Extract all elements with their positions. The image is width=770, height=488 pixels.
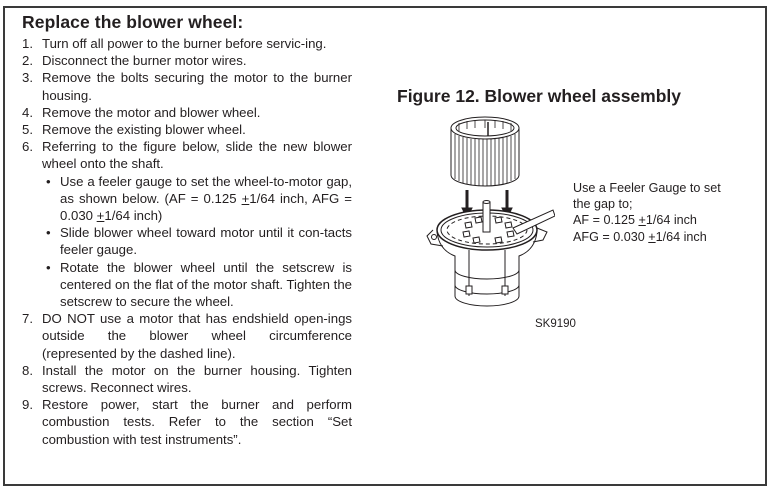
- plus-minus-sign: +: [96, 208, 105, 224]
- step-number: 1.: [22, 36, 33, 51]
- step-text: Remove the motor and blower wheel.: [42, 104, 261, 120]
- bullet: •: [46, 173, 51, 189]
- step-3: 3. Remove the bolts securing the motor to…: [22, 69, 352, 103]
- bullet: •: [46, 225, 51, 241]
- step-number: 2.: [22, 53, 33, 69]
- step-4: 4. Remove the motor and blower wheel.: [22, 104, 352, 121]
- step-number: 8.: [22, 362, 33, 378]
- afg-spec: AFG = 0.030 +1/64 inch: [573, 229, 721, 245]
- substep-text: Slide blower wheel toward motor until it…: [60, 225, 352, 258]
- figure-code: SK9190: [535, 318, 576, 330]
- substep-slide-wheel: • Slide blower wheel toward motor until i…: [42, 224, 352, 258]
- step-text: Install the motor on the burner housing.…: [42, 362, 352, 396]
- step-number: 3.: [22, 70, 33, 86]
- callout-line: Use a Feeler Gauge to set: [573, 181, 721, 195]
- step-number: 6.: [22, 139, 33, 155]
- step-text: Disconnect the burner motor wires.: [42, 53, 247, 69]
- substep-rotate-wheel: • Rotate the blower wheel until the setsc…: [42, 259, 352, 311]
- afg-tolerance: 1/64 inch: [655, 229, 707, 244]
- motor-drawing: [426, 200, 548, 307]
- figure-title: Figure 12. Blower wheel assembly: [397, 86, 681, 106]
- step-5: 5. Remove the existing blower wheel.: [22, 121, 352, 138]
- substep-feeler-gauge: • Use a feeler gauge to set the wheel-to-…: [42, 173, 352, 225]
- plus-minus-sign: +: [241, 190, 250, 206]
- step-text: DO NOT use a motor that has endshield op…: [42, 311, 352, 361]
- callout-line: the gap to;: [573, 197, 633, 212]
- substep-text: 1/64 inch, AFG = 0.030: [60, 190, 352, 224]
- step-6: 6. Referring to the figure below, slide t…: [22, 138, 352, 310]
- step-number: 9.: [22, 397, 33, 413]
- step-number: 5.: [22, 122, 33, 138]
- bullet: •: [46, 259, 51, 275]
- plus-minus-sign: +: [648, 229, 656, 244]
- step-number: 4.: [22, 104, 33, 120]
- substep-text: Use a feeler gauge to set the wheel-to-m…: [60, 173, 352, 206]
- step-text: Remove the existing blower wheel.: [42, 122, 246, 138]
- af-spec: AF = 0.125 +1/64 inch: [573, 212, 721, 228]
- step-9: 9. Restore power, start the burner and pe…: [22, 396, 352, 448]
- feeler-gauge-callout: Use a Feeler Gauge to set the gap to; AF…: [573, 180, 721, 245]
- af-label: AF = 0.125: [573, 213, 639, 228]
- section-title: Replace the blower wheel:: [22, 12, 244, 32]
- step-1: 1. Turn off all power to the burner befor…: [22, 35, 352, 52]
- step-text: Restore power, start the burner and perf…: [42, 397, 352, 447]
- instructions-column: Replace the blower wheel: 1. Turn off all…: [22, 12, 352, 448]
- step-text: Remove the bolts securing the motor to t…: [42, 70, 352, 103]
- af-tolerance: 1/64 inch: [645, 213, 697, 228]
- plus-minus-sign: +: [638, 213, 646, 228]
- step-text: Referring to the figure below, slide the…: [42, 139, 352, 172]
- blower-wheel-drawing: [450, 116, 520, 187]
- afg-label: AFG = 0.030: [573, 229, 649, 244]
- step-7: 7. DO NOT use a motor that has endshield …: [22, 310, 352, 362]
- substep-text: Rotate the blower wheel until the setscr…: [60, 259, 352, 310]
- blower-wheel-assembly-illustration: [426, 116, 555, 307]
- step-text: Turn off all power to the burner before …: [42, 36, 327, 51]
- feeler-gauge-drawing: [512, 209, 555, 235]
- step-number: 7.: [22, 311, 33, 327]
- step-8: 8. Install the motor on the burner housin…: [22, 362, 352, 396]
- content-frame: [3, 6, 767, 486]
- substep-text: 1/64 inch): [104, 208, 163, 224]
- substeps-list: • Use a feeler gauge to set the wheel-to-…: [42, 173, 352, 311]
- step-2: 2. Disconnect the burner motor wires.: [22, 52, 352, 69]
- steps-list: 1. Turn off all power to the burner befor…: [22, 35, 352, 448]
